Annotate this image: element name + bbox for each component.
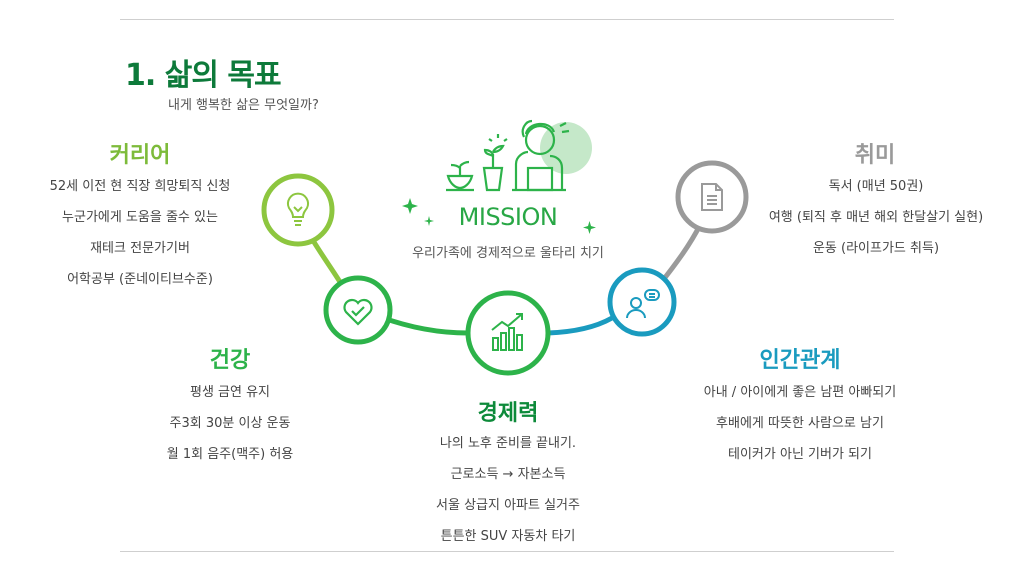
mission-subtitle: 우리가족에 경제적으로 울타리 치기 bbox=[412, 246, 604, 261]
bottom-divider bbox=[120, 551, 894, 552]
list-item: 테이커가 아닌 기버가 되기 bbox=[728, 447, 872, 462]
health-node bbox=[323, 275, 393, 345]
arc-health-economy bbox=[377, 313, 469, 336]
list-item: 근로소득 → 자본소득 bbox=[450, 467, 566, 482]
career-list: 52세 이전 현 직장 희망퇴직 신청 누군가에게 도움을 줄수 있는 재테크 … bbox=[0, 171, 280, 295]
list-item: 평생 금연 유지 bbox=[189, 385, 271, 400]
document-icon bbox=[701, 183, 723, 211]
hobby-list: 독서 (매년 50권) 여행 (퇴직 후 매년 해외 한달살기 실현) 운동 (… bbox=[745, 171, 1007, 264]
people-chat-icon bbox=[626, 289, 660, 319]
top-divider bbox=[120, 19, 894, 20]
list-item: 독서 (매년 50권) bbox=[828, 179, 924, 194]
relations-title: 인간관계 bbox=[759, 348, 841, 373]
career-title: 커리어 bbox=[109, 143, 171, 168]
list-item: 재테크 전문가기버 bbox=[90, 241, 190, 256]
economy-node bbox=[465, 290, 551, 376]
list-item: 아내 / 아이에게 좋은 남편 아빠되기 bbox=[703, 385, 897, 400]
hobby-node bbox=[675, 160, 749, 234]
arc-relations-hobby bbox=[658, 223, 703, 286]
list-item: 어학공부 (준네이티브수준) bbox=[67, 272, 213, 287]
list-item: 월 1회 음주(맥주) 허용 bbox=[166, 447, 294, 462]
health-list: 평생 금연 유지 주3회 30분 이상 운동 월 1회 음주(맥주) 허용 bbox=[130, 377, 330, 470]
list-item: 주3회 30분 이상 운동 bbox=[169, 416, 291, 431]
list-item: 후배에게 따뜻한 사람으로 남기 bbox=[716, 416, 884, 431]
heart-check-icon bbox=[343, 298, 373, 326]
list-item: 여행 (퇴직 후 매년 해외 한달살기 실현) bbox=[768, 210, 984, 225]
health-title: 건강 bbox=[209, 348, 251, 373]
bar-chart-icon bbox=[491, 313, 523, 351]
economy-title: 경제력 bbox=[477, 401, 539, 426]
list-item: 나의 노후 준비를 끝내기. bbox=[439, 436, 577, 451]
arc-economy-relations bbox=[547, 315, 614, 336]
list-item: 52세 이전 현 직장 희망퇴직 신청 bbox=[49, 179, 231, 194]
list-item: 튼튼한 SUV 자동차 타기 bbox=[440, 529, 576, 544]
list-item: 운동 (라이프가드 취득) bbox=[812, 241, 940, 256]
mission-person-plant-icon bbox=[446, 119, 592, 192]
relations-list: 아내 / 아이에게 좋은 남편 아빠되기 후배에게 따뜻한 사람으로 남기 테이… bbox=[660, 377, 940, 470]
list-item: 서울 상급지 아파트 실거주 bbox=[436, 498, 580, 513]
hobby-title: 취미 bbox=[854, 143, 896, 168]
page-subtitle: 내게 행복한 삶은 무엇일까? bbox=[168, 98, 319, 113]
relations-node bbox=[607, 267, 677, 337]
mission-title: MISSION bbox=[458, 203, 558, 231]
career-node bbox=[261, 173, 335, 247]
list-item: 누군가에게 도움을 줄수 있는 bbox=[62, 210, 218, 225]
page-title: 1. 삶의 목표 bbox=[125, 58, 282, 93]
economy-list: 나의 노후 준비를 끝내기. 근로소득 → 자본소득 서울 상급지 아파트 실거… bbox=[388, 428, 628, 552]
sparkle-decoration bbox=[402, 198, 596, 234]
lightbulb-icon bbox=[287, 192, 309, 226]
